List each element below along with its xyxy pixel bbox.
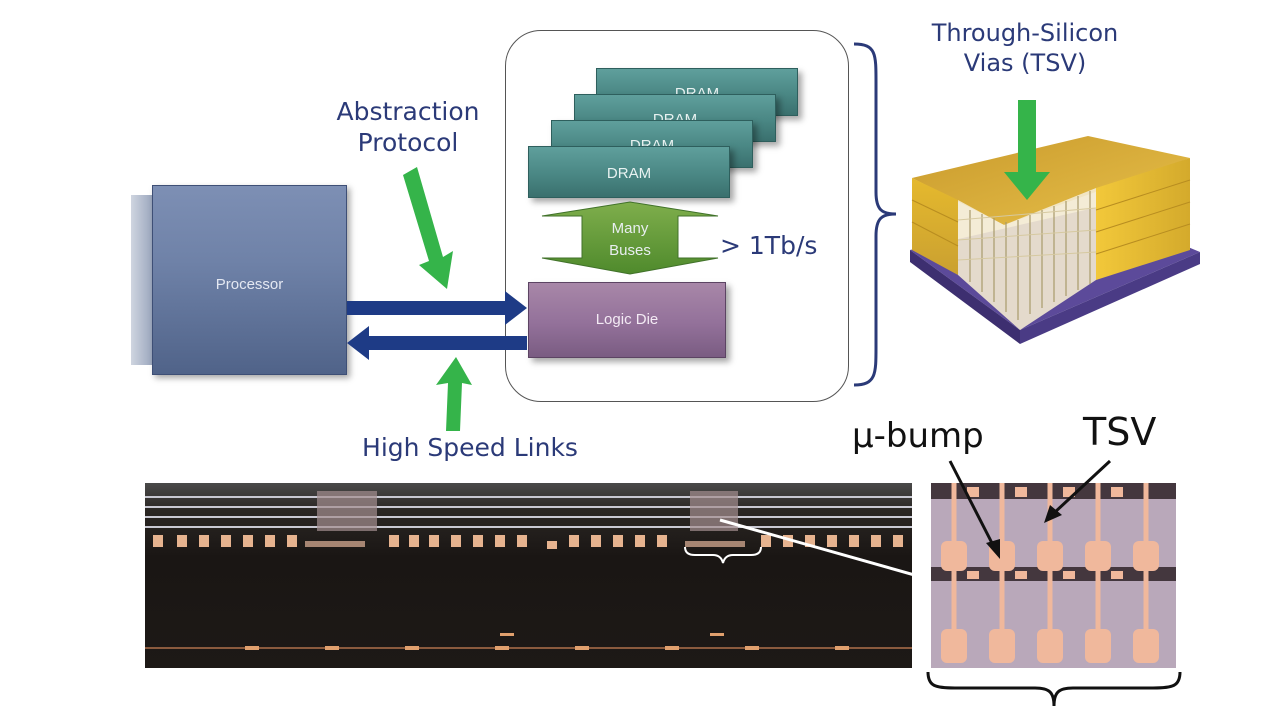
many-buses-label: Many Buses — [580, 218, 680, 262]
logic-die-block: Logic Die — [528, 282, 726, 358]
processor-shadow — [131, 195, 153, 365]
bandwidth-label: > 1Tb/s — [720, 231, 818, 260]
pointer-arrows — [948, 459, 1112, 559]
abstraction-line2: Protocol — [357, 128, 459, 158]
abstraction-protocol-label: Abstraction Protocol — [318, 96, 498, 159]
tsv-title-line1: Through-Silicon — [931, 19, 1119, 47]
many-buses-line1: Many — [611, 220, 649, 237]
dram-label: DRAM — [606, 165, 652, 182]
logic-die-label: Logic Die — [595, 311, 659, 328]
tsv-title-line2: Vias (TSV) — [963, 49, 1087, 77]
abstraction-arrow-icon — [403, 167, 453, 289]
high-speed-link-arrows — [347, 291, 527, 360]
cross-section-image — [145, 491, 912, 650]
tsv-label: TSV — [1083, 410, 1157, 454]
tsv-title: Through-Silicon Vias (TSV) — [905, 18, 1145, 78]
memory-cube-enclosure — [505, 30, 849, 402]
stack-brace — [853, 42, 897, 387]
dram-layer-1: DRAM — [528, 146, 730, 198]
high-speed-links-label: High Speed Links — [362, 433, 578, 462]
mu-bump-label: μ-bump — [852, 416, 984, 456]
processor-block: Processor — [152, 185, 347, 375]
many-buses-line2: Buses — [609, 242, 651, 259]
abstraction-line1: Abstraction — [336, 97, 480, 126]
processor-label: Processor — [215, 276, 284, 293]
bottom-brace — [926, 671, 1182, 707]
cross-section-photo — [145, 483, 912, 668]
high-speed-arrow-icon — [436, 357, 472, 431]
tsv-cube-illustration — [910, 100, 1200, 344]
many-buses-arrow — [541, 201, 719, 275]
